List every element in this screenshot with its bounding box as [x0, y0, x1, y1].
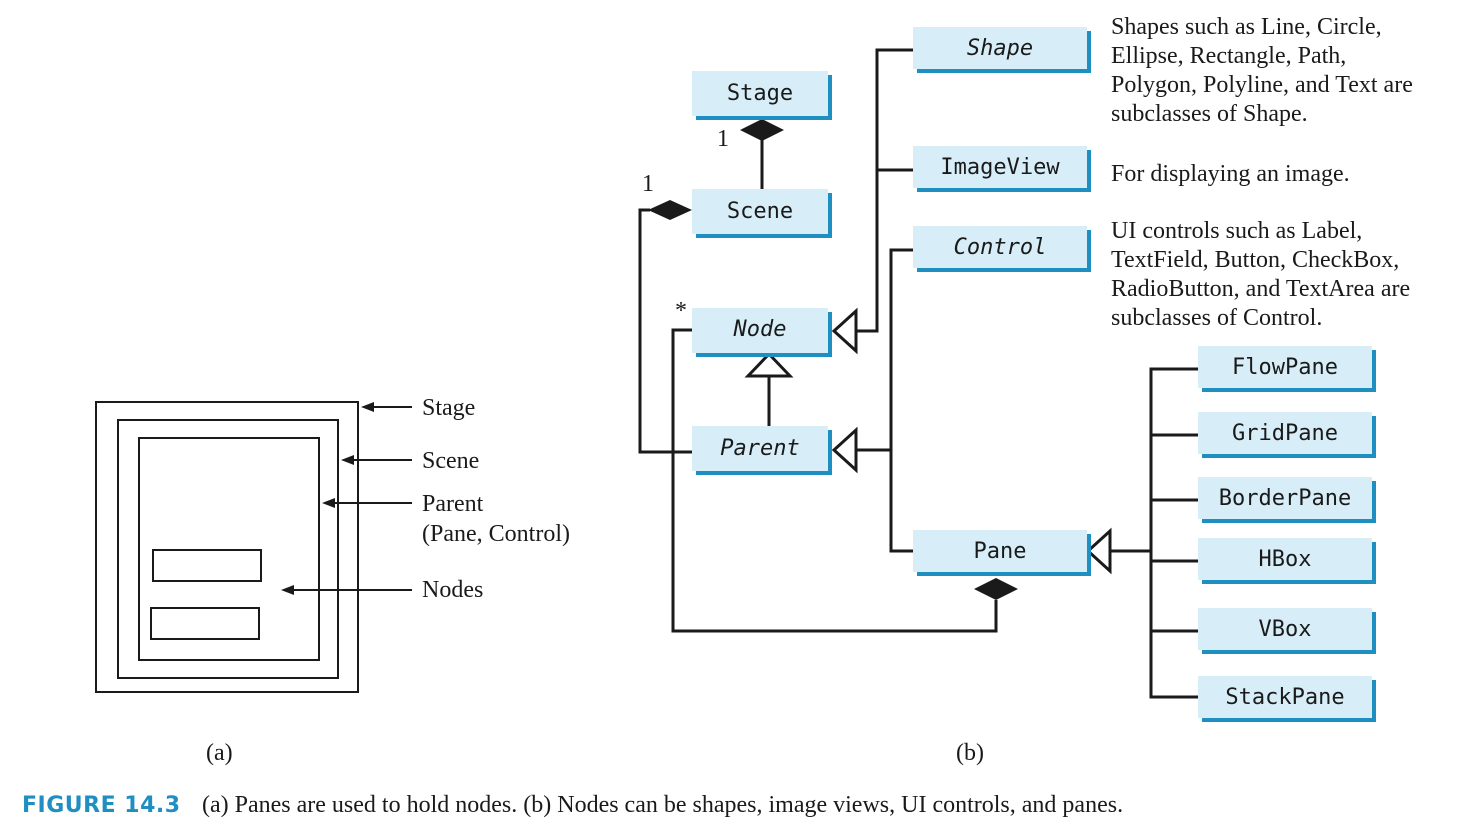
caption-b: (b) — [956, 740, 984, 766]
node-rect-2 — [150, 607, 260, 640]
scene-diamond — [648, 200, 692, 220]
class-flowpane: FlowPane — [1198, 346, 1376, 392]
label-parent-sub: (Pane, Control) — [422, 521, 570, 547]
scene-rect — [117, 419, 339, 679]
class-stackpane-label: StackPane — [1225, 685, 1344, 710]
class-imageview-label: ImageView — [940, 155, 1060, 180]
class-control: Control — [913, 226, 1091, 272]
class-parent-label: Parent — [720, 436, 799, 461]
note-control: UI controls such as Label, TextField, Bu… — [1111, 218, 1410, 331]
class-parent: Parent — [692, 426, 832, 475]
class-node: Node — [692, 308, 832, 357]
class-scene: Scene — [692, 189, 832, 238]
node-side-triangle — [831, 307, 858, 355]
mult-scene-node: 1 — [642, 171, 654, 197]
note-imageview-line-1: For displaying an image. — [1111, 161, 1350, 187]
node-rect-1 — [152, 549, 262, 582]
node-inherit-triangle — [744, 351, 794, 378]
class-gridpane: GridPane — [1198, 412, 1376, 458]
pane-side-triangle — [1085, 527, 1112, 575]
note-control-line-4: subclasses of Control. — [1111, 305, 1322, 331]
note-shape-line-4: subclasses of Shape. — [1111, 101, 1308, 127]
note-shape: Shapes such as Line, Circle, Ellipse, Re… — [1111, 14, 1413, 127]
note-shape-line-2: Ellipse, Rectangle, Path, — [1111, 43, 1346, 69]
mult-node-many: * — [675, 298, 687, 324]
class-stage: Stage — [692, 71, 832, 120]
class-hbox: HBox — [1198, 538, 1376, 584]
class-stackpane: StackPane — [1198, 676, 1376, 722]
mult-stage-scene: 1 — [717, 126, 729, 152]
figure-caption-text: (a) Panes are used to hold nodes. (b) No… — [202, 792, 1123, 818]
parent-rect — [138, 437, 320, 661]
class-vbox: VBox — [1198, 608, 1376, 654]
pane-diamond — [974, 578, 1018, 600]
scene-node-loop — [638, 208, 693, 454]
note-control-line-1: UI controls such as Label, — [1111, 218, 1362, 244]
note-imageview: For displaying an image. — [1111, 161, 1350, 187]
class-shape-label: Shape — [967, 36, 1033, 61]
scene-pointer — [341, 455, 412, 465]
label-parent: Parent — [422, 491, 484, 517]
parent-side-triangle — [831, 426, 858, 474]
figure-caption-label: FIGURE 14.3 — [22, 793, 181, 818]
caption-a: (a) — [206, 740, 233, 766]
class-pane-label: Pane — [974, 539, 1027, 564]
class-shape: Shape — [913, 27, 1091, 73]
class-stage-label: Stage — [727, 81, 793, 106]
class-imageview: ImageView — [913, 146, 1091, 192]
label-nodes: Nodes — [422, 577, 483, 603]
class-node-label: Node — [733, 317, 787, 342]
class-gridpane-label: GridPane — [1232, 421, 1338, 446]
node-pane-loop — [671, 328, 998, 633]
note-control-line-2: TextField, Button, CheckBox, — [1111, 247, 1399, 273]
class-control-label: Control — [954, 235, 1047, 260]
control-parent-line — [889, 248, 913, 553]
pane-subclass-trunk — [1149, 367, 1198, 699]
label-stage: Stage — [422, 395, 475, 421]
note-shape-line-3: Polygon, Polyline, and Text are — [1111, 72, 1413, 98]
note-control-line-3: RadioButton, and TextArea are — [1111, 276, 1410, 302]
panel-b: Stage Scene Node Parent Shape ImageView — [638, 14, 1413, 766]
label-scene: Scene — [422, 448, 479, 474]
class-vbox-label: VBox — [1259, 617, 1312, 642]
class-flowpane-label: FlowPane — [1232, 355, 1338, 380]
note-shape-line-1: Shapes such as Line, Circle, — [1111, 14, 1382, 40]
panel-a: Stage Scene Parent (Pane, Control) Nodes… — [95, 395, 570, 766]
figure-caption: FIGURE 14.3 (a) Panes are used to hold n… — [22, 792, 1123, 818]
stage-pointer — [361, 402, 412, 412]
stage-diamond — [740, 119, 784, 141]
class-borderpane: BorderPane — [1198, 477, 1376, 523]
class-pane: Pane — [913, 530, 1091, 576]
class-borderpane-label: BorderPane — [1219, 486, 1351, 511]
class-hbox-label: HBox — [1259, 547, 1312, 572]
connectors — [638, 48, 1198, 699]
class-scene-label: Scene — [727, 199, 793, 224]
shape-node-line — [856, 48, 913, 333]
nodes-pointer — [281, 585, 412, 595]
stage-rect — [95, 401, 359, 693]
parent-pointer — [322, 498, 412, 508]
